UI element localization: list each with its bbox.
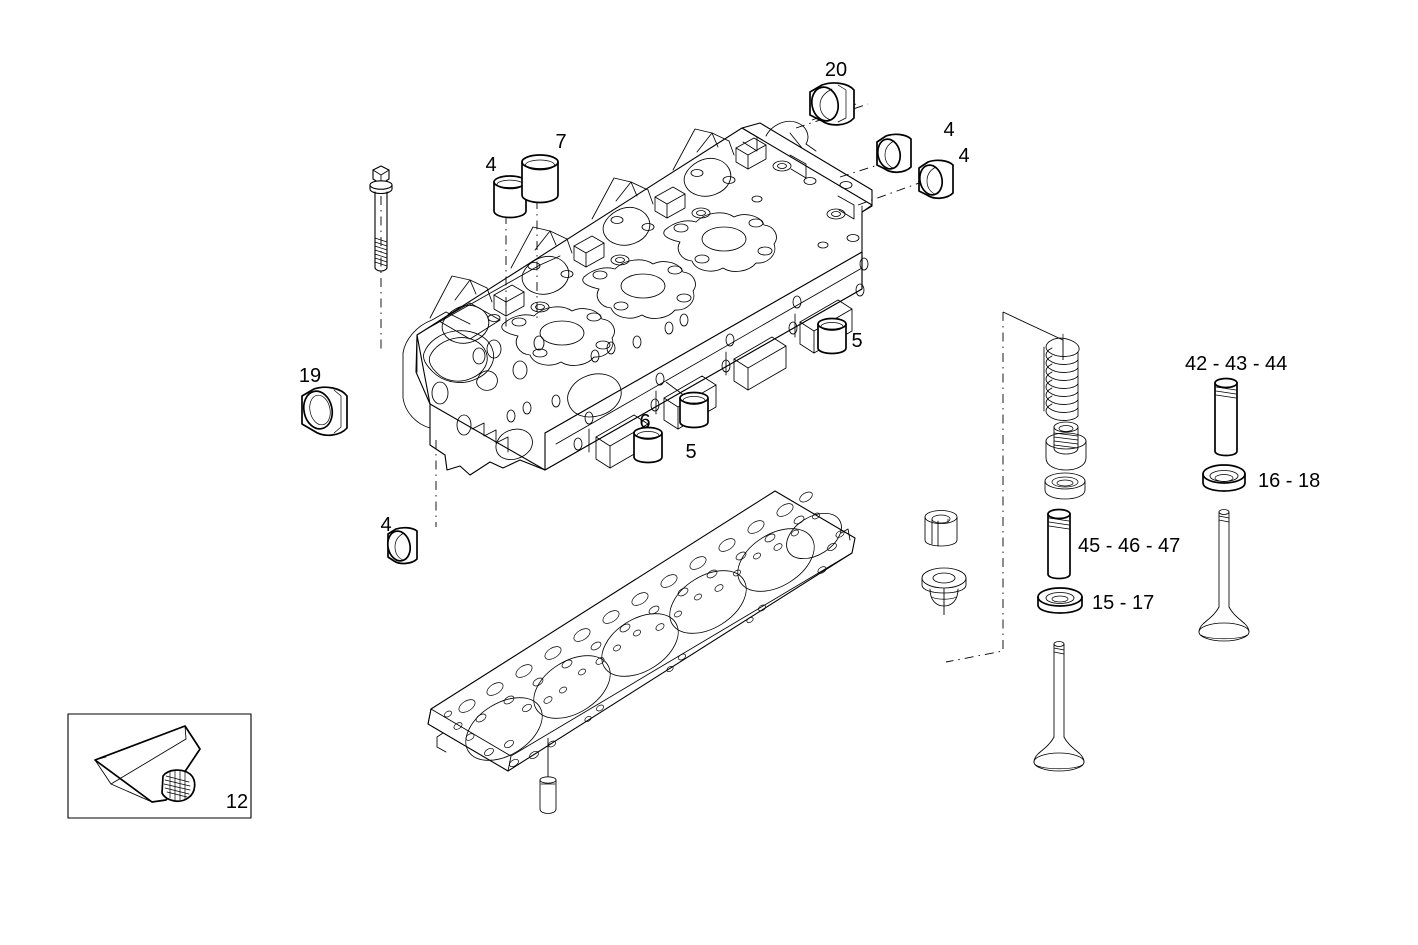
sealing-ring-19 — [301, 386, 348, 437]
valve-seat-ring-15-17 — [1037, 587, 1083, 614]
cylinder-head-casting — [402, 120, 873, 476]
callout-42-43-44: 42 - 43 - 44 — [1185, 353, 1287, 375]
valve-seat-ring-16-18 — [1202, 464, 1246, 492]
callout-4-c: 4 — [958, 145, 969, 167]
callout-15-17: 15 - 17 — [1092, 592, 1154, 614]
core-plug-4-right-a — [876, 133, 912, 173]
intake-valve — [1033, 641, 1085, 772]
core-plug-5-middle — [679, 391, 709, 429]
callout-45-46-47: 45 - 46 - 47 — [1078, 535, 1180, 557]
callout-4-b: 4 — [943, 119, 954, 141]
core-plug-5-upper — [817, 317, 847, 355]
callout-12: 12 — [226, 791, 248, 813]
valve-spring-washer — [1044, 472, 1086, 500]
callout-16-18: 16 - 18 — [1258, 470, 1320, 492]
callout-5-b: 5 — [685, 441, 696, 463]
callout-5-a: 5 — [851, 330, 862, 352]
valve-spring-retainer — [1045, 421, 1087, 471]
dowel-pin — [539, 776, 557, 814]
core-plug-6 — [633, 426, 663, 464]
callout-20: 20 — [825, 59, 847, 81]
callout-7: 7 — [555, 131, 566, 153]
valve-collets — [924, 510, 958, 547]
core-plug-4-right-b — [918, 159, 954, 199]
sealant-tube-box — [67, 713, 252, 819]
callout-19: 19 — [299, 365, 321, 387]
cylinder-head-bolt — [369, 165, 393, 272]
cylinder-head-gasket — [427, 490, 856, 772]
callout-4-a: 4 — [485, 154, 496, 176]
core-plug-7 — [521, 154, 559, 204]
callout-4-d: 4 — [380, 514, 391, 536]
valve-spring — [1043, 333, 1080, 421]
valve-stem-seal — [921, 567, 967, 607]
core-plug-4-lower-left — [386, 526, 418, 565]
valve-guide-45-46-47 — [1047, 508, 1071, 580]
valve-guide-42-43-44 — [1214, 377, 1238, 457]
callout-labels: 20 7 4 4 4 19 5 5 6 4 12 42 - 43 - 44 16… — [226, 59, 1320, 813]
camshaft-bearing-shell-20 — [809, 82, 855, 126]
exhaust-valve — [1198, 509, 1250, 642]
callout-6: 6 — [639, 411, 650, 433]
